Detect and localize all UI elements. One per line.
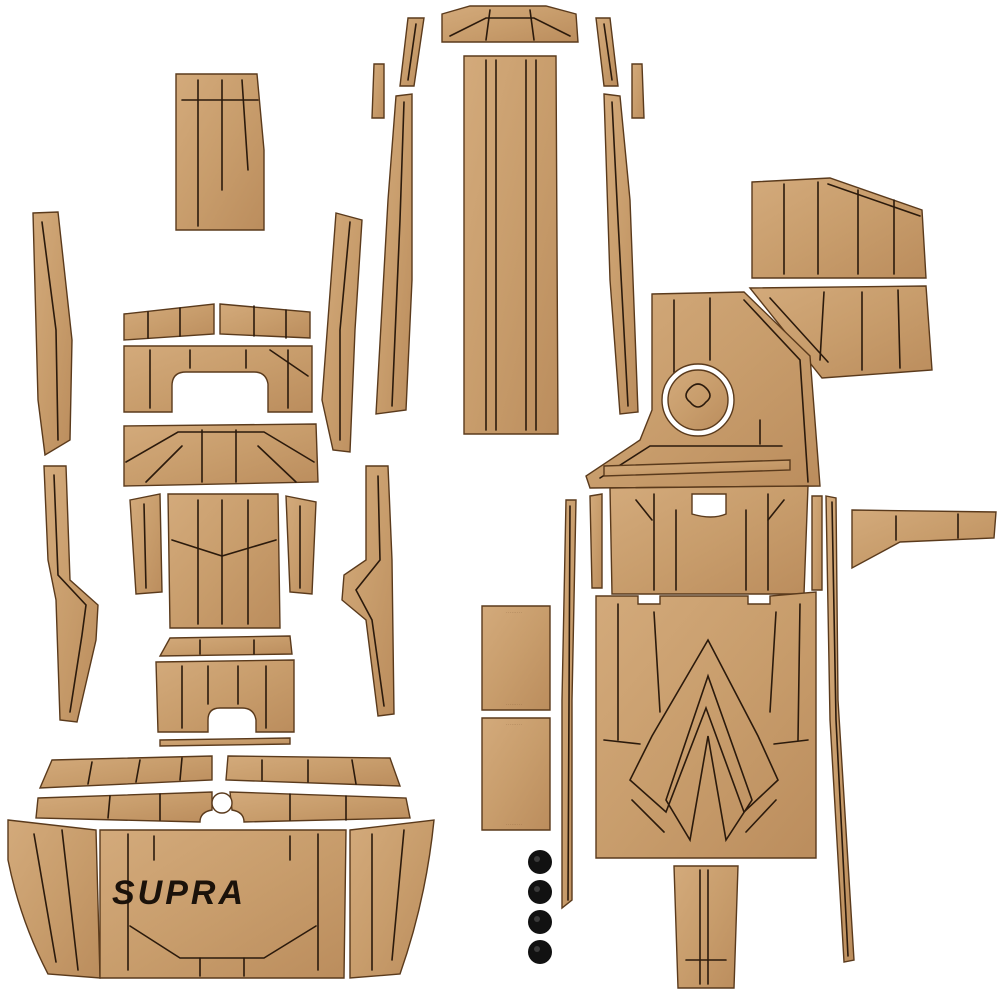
mat-piece-top-bar-right xyxy=(219,303,311,339)
mat-piece-center-panel xyxy=(167,493,281,629)
mat-piece-top-bar-left xyxy=(123,303,215,341)
mat-piece-platform-center: SUPRA xyxy=(99,829,347,979)
mat-piece-stern-tab xyxy=(673,865,739,989)
mat-piece-platform-step-right xyxy=(229,791,411,823)
mat-piece-cutout-block xyxy=(123,345,313,413)
mat-piece-helm-divider-strips xyxy=(603,459,791,477)
mat-piece-right-side-strip-right xyxy=(825,495,855,963)
mat-piece-right-upper-block xyxy=(751,177,927,279)
mat-piece-small-panel-lower: ········· ········· xyxy=(481,717,551,831)
helm-cutout-clover xyxy=(685,383,711,408)
mat-piece-side-panel-right xyxy=(285,495,317,595)
mat-piece-right-wedge xyxy=(851,509,997,570)
mat-piece-thin-bar xyxy=(159,737,291,747)
small-print-mark-2: ········· xyxy=(506,702,523,707)
mat-piece-cockpit-side-right xyxy=(811,495,823,591)
mat-piece-gunwale-right-top xyxy=(595,17,619,87)
mat-piece-lower-bar xyxy=(158,635,293,657)
mat-piece-gunwale-left-long xyxy=(375,93,413,415)
small-print-mark-4: ········· xyxy=(506,822,523,827)
mat-piece-right-side-strip-left xyxy=(561,499,577,910)
mat-piece-platform-wing-left xyxy=(7,819,101,979)
disc-stack xyxy=(528,850,552,964)
mat-piece-platform-step-left xyxy=(35,791,213,823)
black-disc-1 xyxy=(528,850,552,874)
mat-piece-center-strip-lower xyxy=(341,465,395,717)
black-disc-3 xyxy=(528,910,552,934)
mat-piece-gunwale-left-top xyxy=(399,17,425,87)
black-disc-2 xyxy=(528,880,552,904)
helm-cutout-disc xyxy=(667,369,729,431)
mat-piece-center-strip-upper xyxy=(321,212,363,453)
mat-piece-gunwale-right-long xyxy=(603,93,639,415)
mat-piece-lower-cutout-block xyxy=(155,659,295,733)
mat-piece-gunwale-left-tip xyxy=(371,63,385,119)
mat-piece-small-panel-upper: ········· ········· xyxy=(481,605,551,711)
mat-piece-left-strip-lower xyxy=(43,465,99,723)
black-disc-4 xyxy=(528,940,552,964)
small-print-mark-3: ········· xyxy=(506,722,523,727)
mat-piece-center-long-runner xyxy=(463,55,559,435)
supra-logo: SUPRA xyxy=(112,874,246,912)
mat-piece-gunwale-right-tip xyxy=(631,63,645,119)
mat-piece-platform-bar-right xyxy=(225,755,402,787)
mat-piece-top-center-cap xyxy=(441,5,579,43)
mat-piece-middle-bench xyxy=(123,423,319,487)
small-print-mark-1: ········· xyxy=(506,610,523,615)
mat-piece-platform-wing-right xyxy=(349,819,435,979)
mat-piece-cockpit-upper xyxy=(609,485,809,595)
mat-piece-platform-bar-left xyxy=(38,755,213,789)
mat-piece-top-left-rect xyxy=(175,73,265,231)
mat-piece-left-strip-upper xyxy=(32,211,73,457)
platform-cutout-hole xyxy=(211,792,233,814)
mat-piece-side-panel-left xyxy=(129,493,163,595)
mat-piece-cockpit-floor xyxy=(595,591,817,859)
mat-piece-cockpit-side-left xyxy=(589,493,603,589)
